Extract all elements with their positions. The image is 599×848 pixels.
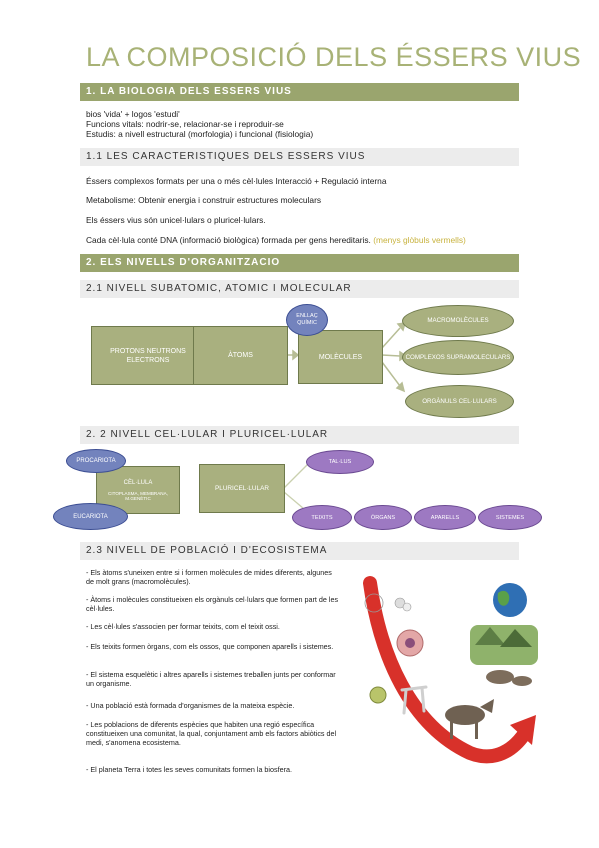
organs-ellipse: ÒRGANS	[354, 505, 412, 530]
organisation-levels-illustration	[363, 576, 538, 764]
protons-box: PROTONS NEUTRONS ELECTRONS	[91, 326, 205, 385]
atoms-box: ÀTOMS	[193, 326, 288, 385]
section-heading-1-1: 1.1 LES CARACTERISTIQUES DELS ESSERS VIU…	[80, 148, 519, 166]
s11-line-4-text: Cada cèl·lula conté DNA (informació biol…	[86, 235, 371, 245]
cell-box-title: CÈL·LULA	[123, 479, 153, 486]
s23-item-1: - Els àtoms s'uneixen entre si i formen …	[86, 568, 332, 586]
section-heading-1: 1. LA BIOLOGIA DELS ESSERS VIUS	[80, 83, 519, 101]
s11-note: (menys glòbuls vermells)	[373, 235, 466, 245]
s1-line-1: bios 'vida' + logos 'estudi'	[86, 109, 180, 119]
cell-box: CÈL·LULA CITOPLASMA, MEMBRANA, M.GENÈTIC	[96, 466, 180, 514]
page-title: LA COMPOSICIÓ DELS ÉSSERS VIUS	[86, 42, 582, 72]
s11-line-1: Éssers complexos formats per una o més c…	[86, 176, 387, 186]
section-heading-2-2: 2. 2 NIVELL CEL·LULAR I PLURICEL·LULAR	[80, 426, 519, 444]
s11-line-2: Metabolisme: Obtenir energia i construir…	[86, 195, 322, 205]
s23-item-8: - El planeta Terra i totes les seves com…	[86, 765, 293, 774]
pluricel-box: PLURICEL·LULAR	[199, 464, 285, 513]
macromolecules-ellipse: MACROMOLÈCULES	[402, 305, 514, 337]
s23-item-3: - Les cèl·lules s'associen per formar te…	[86, 622, 280, 631]
cell-box-sub: CITOPLASMA, MEMBRANA, M.GENÈTIC	[108, 490, 168, 501]
section-heading-2-3: 2.3 NIVELL DE POBLACIÓ I D'ECOSISTEMA	[80, 542, 519, 560]
s11-line-3: Els éssers vius són unicel·lulars o plur…	[86, 215, 266, 225]
enllac-quimic-bubble: ENLLAÇ QUÍMIC	[286, 304, 328, 336]
teixits-ellipse: TEIXITS	[292, 505, 352, 530]
s23-item-2: - Àtoms i molècules constitueixen els or…	[86, 595, 339, 613]
section-heading-2: 2. ELS NIVELLS D'ORGANITZACIO	[80, 254, 519, 272]
s23-item-6: - Una població està formada d'organismes…	[86, 701, 295, 710]
s23-item-4: - Els teixits formen òrgans, com els oss…	[86, 642, 334, 651]
procariota-ellipse: PROCARIOTA	[66, 449, 126, 473]
organuls-ellipse: ORGÀNULS CEL·LULARS	[405, 385, 514, 418]
s23-item-5: - El sistema esquelètic i altres aparell…	[86, 670, 336, 688]
aparells-ellipse: APARELLS	[414, 505, 476, 530]
section-heading-2-1: 2.1 NIVELL SUBATOMIC, ATOMIC I MOLECULAR	[80, 280, 519, 298]
molecules-box: MOLÈCULES	[298, 330, 383, 384]
s23-item-7: - Les poblacions de diferents espècies q…	[86, 720, 337, 747]
tallus-ellipse: TAL·LUS	[306, 450, 374, 474]
eucariota-ellipse: EUCARIOTA	[53, 503, 128, 530]
s11-line-4: Cada cèl·lula conté DNA (informació biol…	[86, 235, 516, 245]
s1-line-3: Estudis: a nivell estructural (morfologi…	[86, 129, 314, 139]
sistemes-ellipse: SISTEMES	[478, 505, 542, 530]
s1-line-2: Funcions vitals: nodrir-se, relacionar-s…	[86, 119, 284, 129]
complexos-ellipse: COMPLEXOS SUPRAMOLECULARS	[402, 340, 514, 375]
